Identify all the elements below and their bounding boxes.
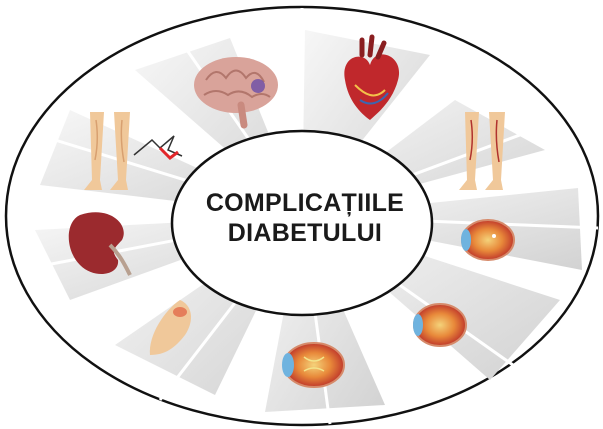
title-line-2: DIABETULUI [171,218,439,248]
eye-icon [461,220,514,260]
eye-icon [413,304,466,346]
diagram-title: COMPLICAȚIILE DIABETULUI [171,188,439,248]
eye-icon [282,343,344,387]
title-line-1: COMPLICAȚIILE [171,188,439,218]
